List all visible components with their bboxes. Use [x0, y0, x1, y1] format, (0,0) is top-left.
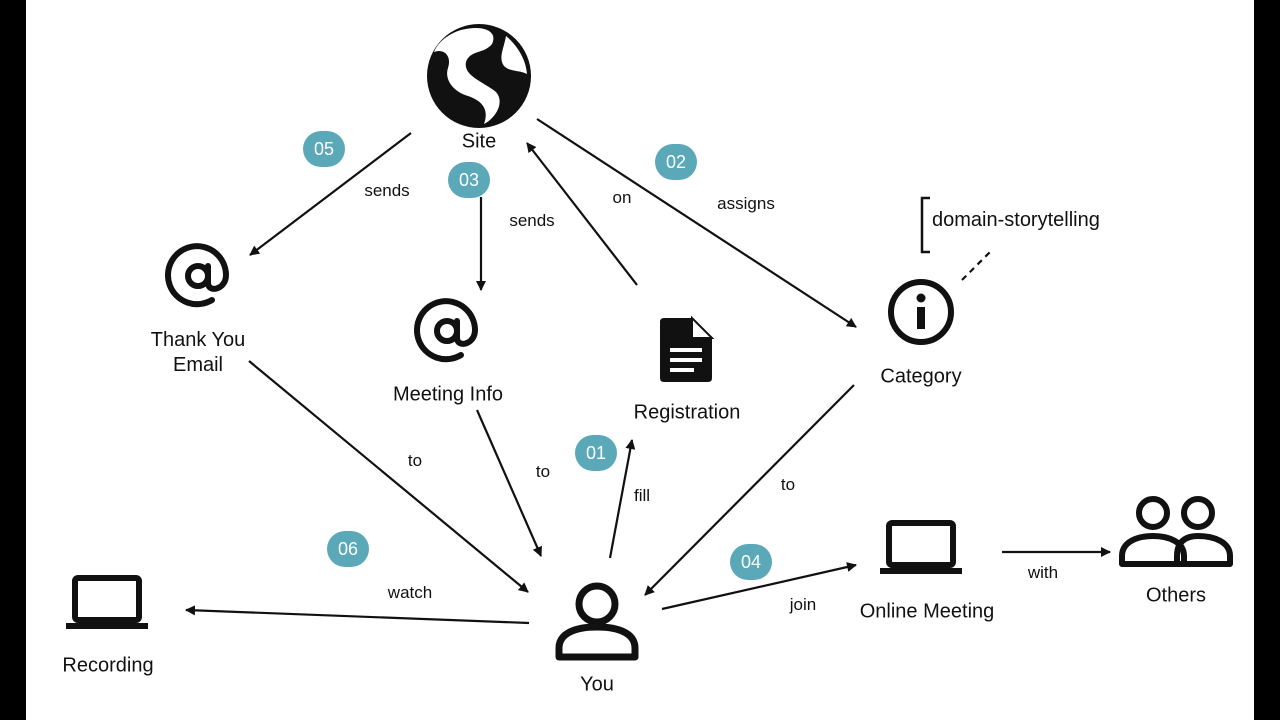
annotation-link [961, 251, 991, 281]
activity-label-to-category: to [780, 475, 796, 494]
arrow-registration-on-site [526, 142, 638, 286]
laptop-icon [66, 575, 148, 629]
at-sign-icon [414, 298, 479, 363]
activity-label-on: on [612, 188, 632, 207]
arrow-you-fill-registration [608, 439, 636, 559]
others-label: Others [1145, 584, 1207, 607]
activity-label-watch: watch [387, 583, 433, 602]
step-badge-01: 01 [575, 435, 617, 471]
diagram-stage [26, 0, 1254, 720]
activity-label-sends-meeting-info: sends [509, 211, 555, 230]
meeting-info-label: Meeting Info [392, 383, 504, 406]
arrow-meeting-info-to-you [475, 409, 543, 557]
activity-label-with: with [1027, 563, 1059, 582]
arrow-you-watch-recording [185, 605, 530, 625]
activity-label-sends-thank-you: sends [364, 181, 410, 200]
step-badge-05: 05 [303, 131, 345, 167]
person-icon [555, 582, 639, 661]
category-label: Category [880, 365, 962, 388]
info-icon [888, 279, 954, 345]
laptop-icon [880, 520, 962, 574]
you-label: You [580, 673, 614, 696]
step-badge-03: 03 [448, 162, 490, 198]
annotation-text: domain-storytelling [932, 209, 1100, 231]
activity-label-to-meeting-info: to [535, 462, 551, 481]
activity-label-assigns: assigns [717, 194, 775, 213]
activity-label-fill: fill [633, 486, 651, 505]
registration-label: Registration [633, 401, 741, 424]
annotation-bracket [920, 196, 930, 254]
arrow-site-assigns-category [536, 118, 857, 328]
group-icon [1119, 496, 1233, 567]
thank-you-email-label: Thank You Email [150, 329, 246, 376]
arrow-thank-you-to-you [248, 360, 529, 593]
step-badge-06: 06 [327, 531, 369, 567]
online-meeting-label: Online Meeting [859, 600, 995, 623]
recording-label: Recording [62, 654, 154, 677]
arrow-category-to-you [644, 384, 855, 596]
activity-label-join: join [789, 595, 817, 614]
document-icon [660, 315, 715, 382]
arrow-you-join-online-meeting [661, 562, 857, 611]
globe-icon [427, 24, 531, 128]
site-label: Site [461, 130, 497, 153]
activity-label-to-thank-you: to [407, 451, 423, 470]
arrow-site-sends-thank-you [249, 132, 412, 256]
step-badge-04: 04 [730, 544, 772, 580]
at-sign-icon [165, 243, 230, 308]
step-badge-02: 02 [655, 144, 697, 180]
